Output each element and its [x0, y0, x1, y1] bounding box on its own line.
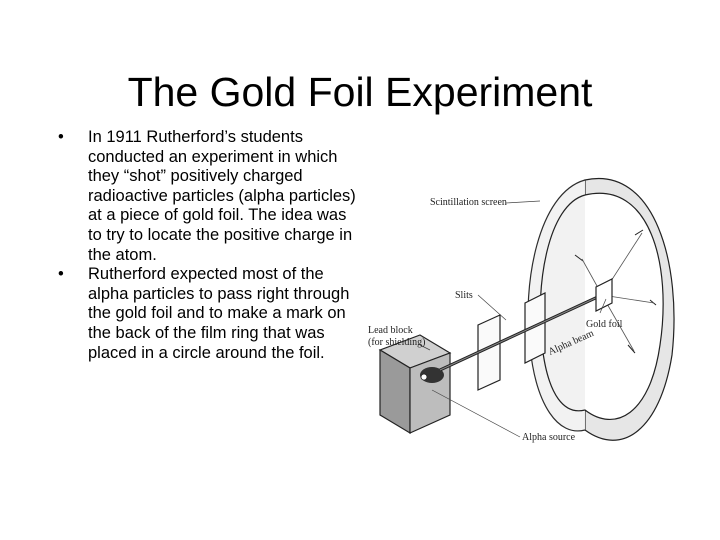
gold-foil-apparatus-diagram: Scintillation screen Slits Lead block (f… [368, 177, 675, 443]
bullet-marker: • [58, 265, 64, 284]
alpha-beam [439, 293, 603, 372]
bullet-item: • In 1911 Rutherford’s students conducte… [58, 128, 358, 265]
slit-plates [477, 292, 546, 391]
slide-title: The Gold Foil Experiment [127, 69, 593, 115]
bullet-marker: • [58, 128, 64, 146]
bullet-list: • In 1911 Rutherford’s students conducte… [58, 128, 358, 363]
label-leader-lines [419, 200, 607, 438]
gold-foil [595, 278, 613, 312]
label-lead-block: Lead block [368, 325, 413, 336]
bullet-text: Rutherford expected most of the alpha pa… [88, 265, 350, 362]
lead-block [378, 334, 452, 435]
scintillation-screen-ring [527, 177, 675, 441]
label-scintillation-screen: Scintillation screen [430, 197, 507, 208]
bullet-item: • Rutherford expected most of the alpha … [58, 265, 358, 363]
label-lead-block-shielding: (for shielding) [368, 337, 426, 348]
label-gold-foil: Gold foil [586, 319, 623, 330]
bullet-text: In 1911 Rutherford’s students conducted … [88, 128, 356, 264]
label-alpha-source: Alpha source [522, 432, 576, 443]
label-slits: Slits [455, 290, 473, 301]
